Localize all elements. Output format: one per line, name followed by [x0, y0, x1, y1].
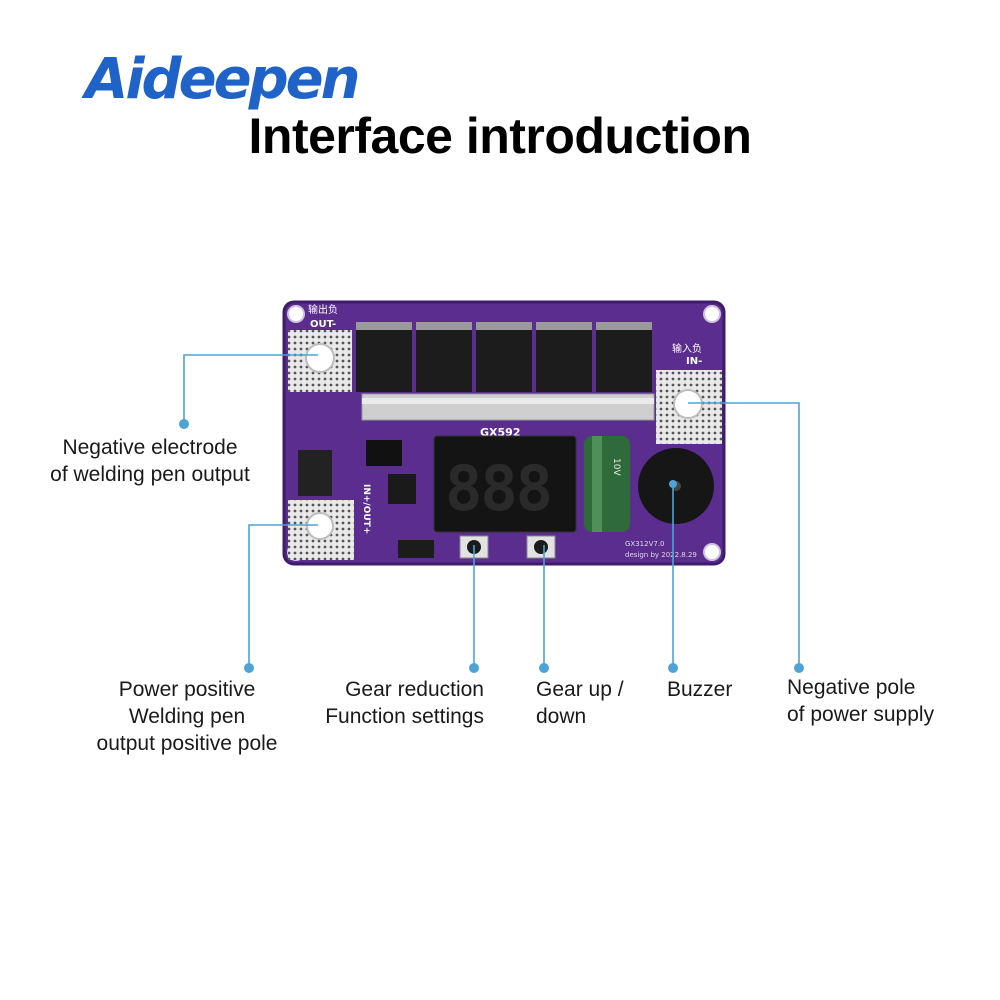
label-gear-reduction: Gear reduction Function settings [325, 678, 484, 728]
page-title: Interface introduction [248, 108, 752, 164]
label-negative-electrode: Negative electrode of welding pen output [50, 436, 250, 486]
gear-up-down-switch [526, 535, 556, 559]
seven-segment-display: 888 [433, 435, 577, 533]
brand-logo: Aideepen [85, 47, 361, 112]
label-power-positive: Power positive Welding pen output positi… [96, 678, 278, 755]
capacitor-label: 10V [611, 458, 621, 476]
buzzer-component [638, 448, 714, 524]
out-minus-label: OUT- [310, 319, 336, 330]
in-minus-label: IN- [686, 356, 702, 367]
model-bottom-label: GX312V7.0 [625, 540, 665, 548]
in-cn-label: 输入负 [672, 342, 702, 355]
display-digits: 888 [445, 452, 551, 525]
in-out-plus-label: IN+/OUT+ [361, 484, 371, 534]
out-cn-label: 输出负 [308, 303, 338, 316]
gear-reduction-switch [459, 535, 489, 559]
design-label: design by 2022.8.29 [625, 551, 697, 559]
label-buzzer: Buzzer [667, 678, 733, 701]
mosfet-row [356, 322, 652, 392]
pcb-board-image: 输出负 OUT- 输入负 IN- GX592 IN+/OUT+ 888 [282, 300, 726, 566]
label-gear-up-down: Gear up / down [536, 678, 624, 728]
capacitor: 10V [584, 436, 630, 532]
label-negative-power: Negative pole of power supply [787, 676, 935, 726]
